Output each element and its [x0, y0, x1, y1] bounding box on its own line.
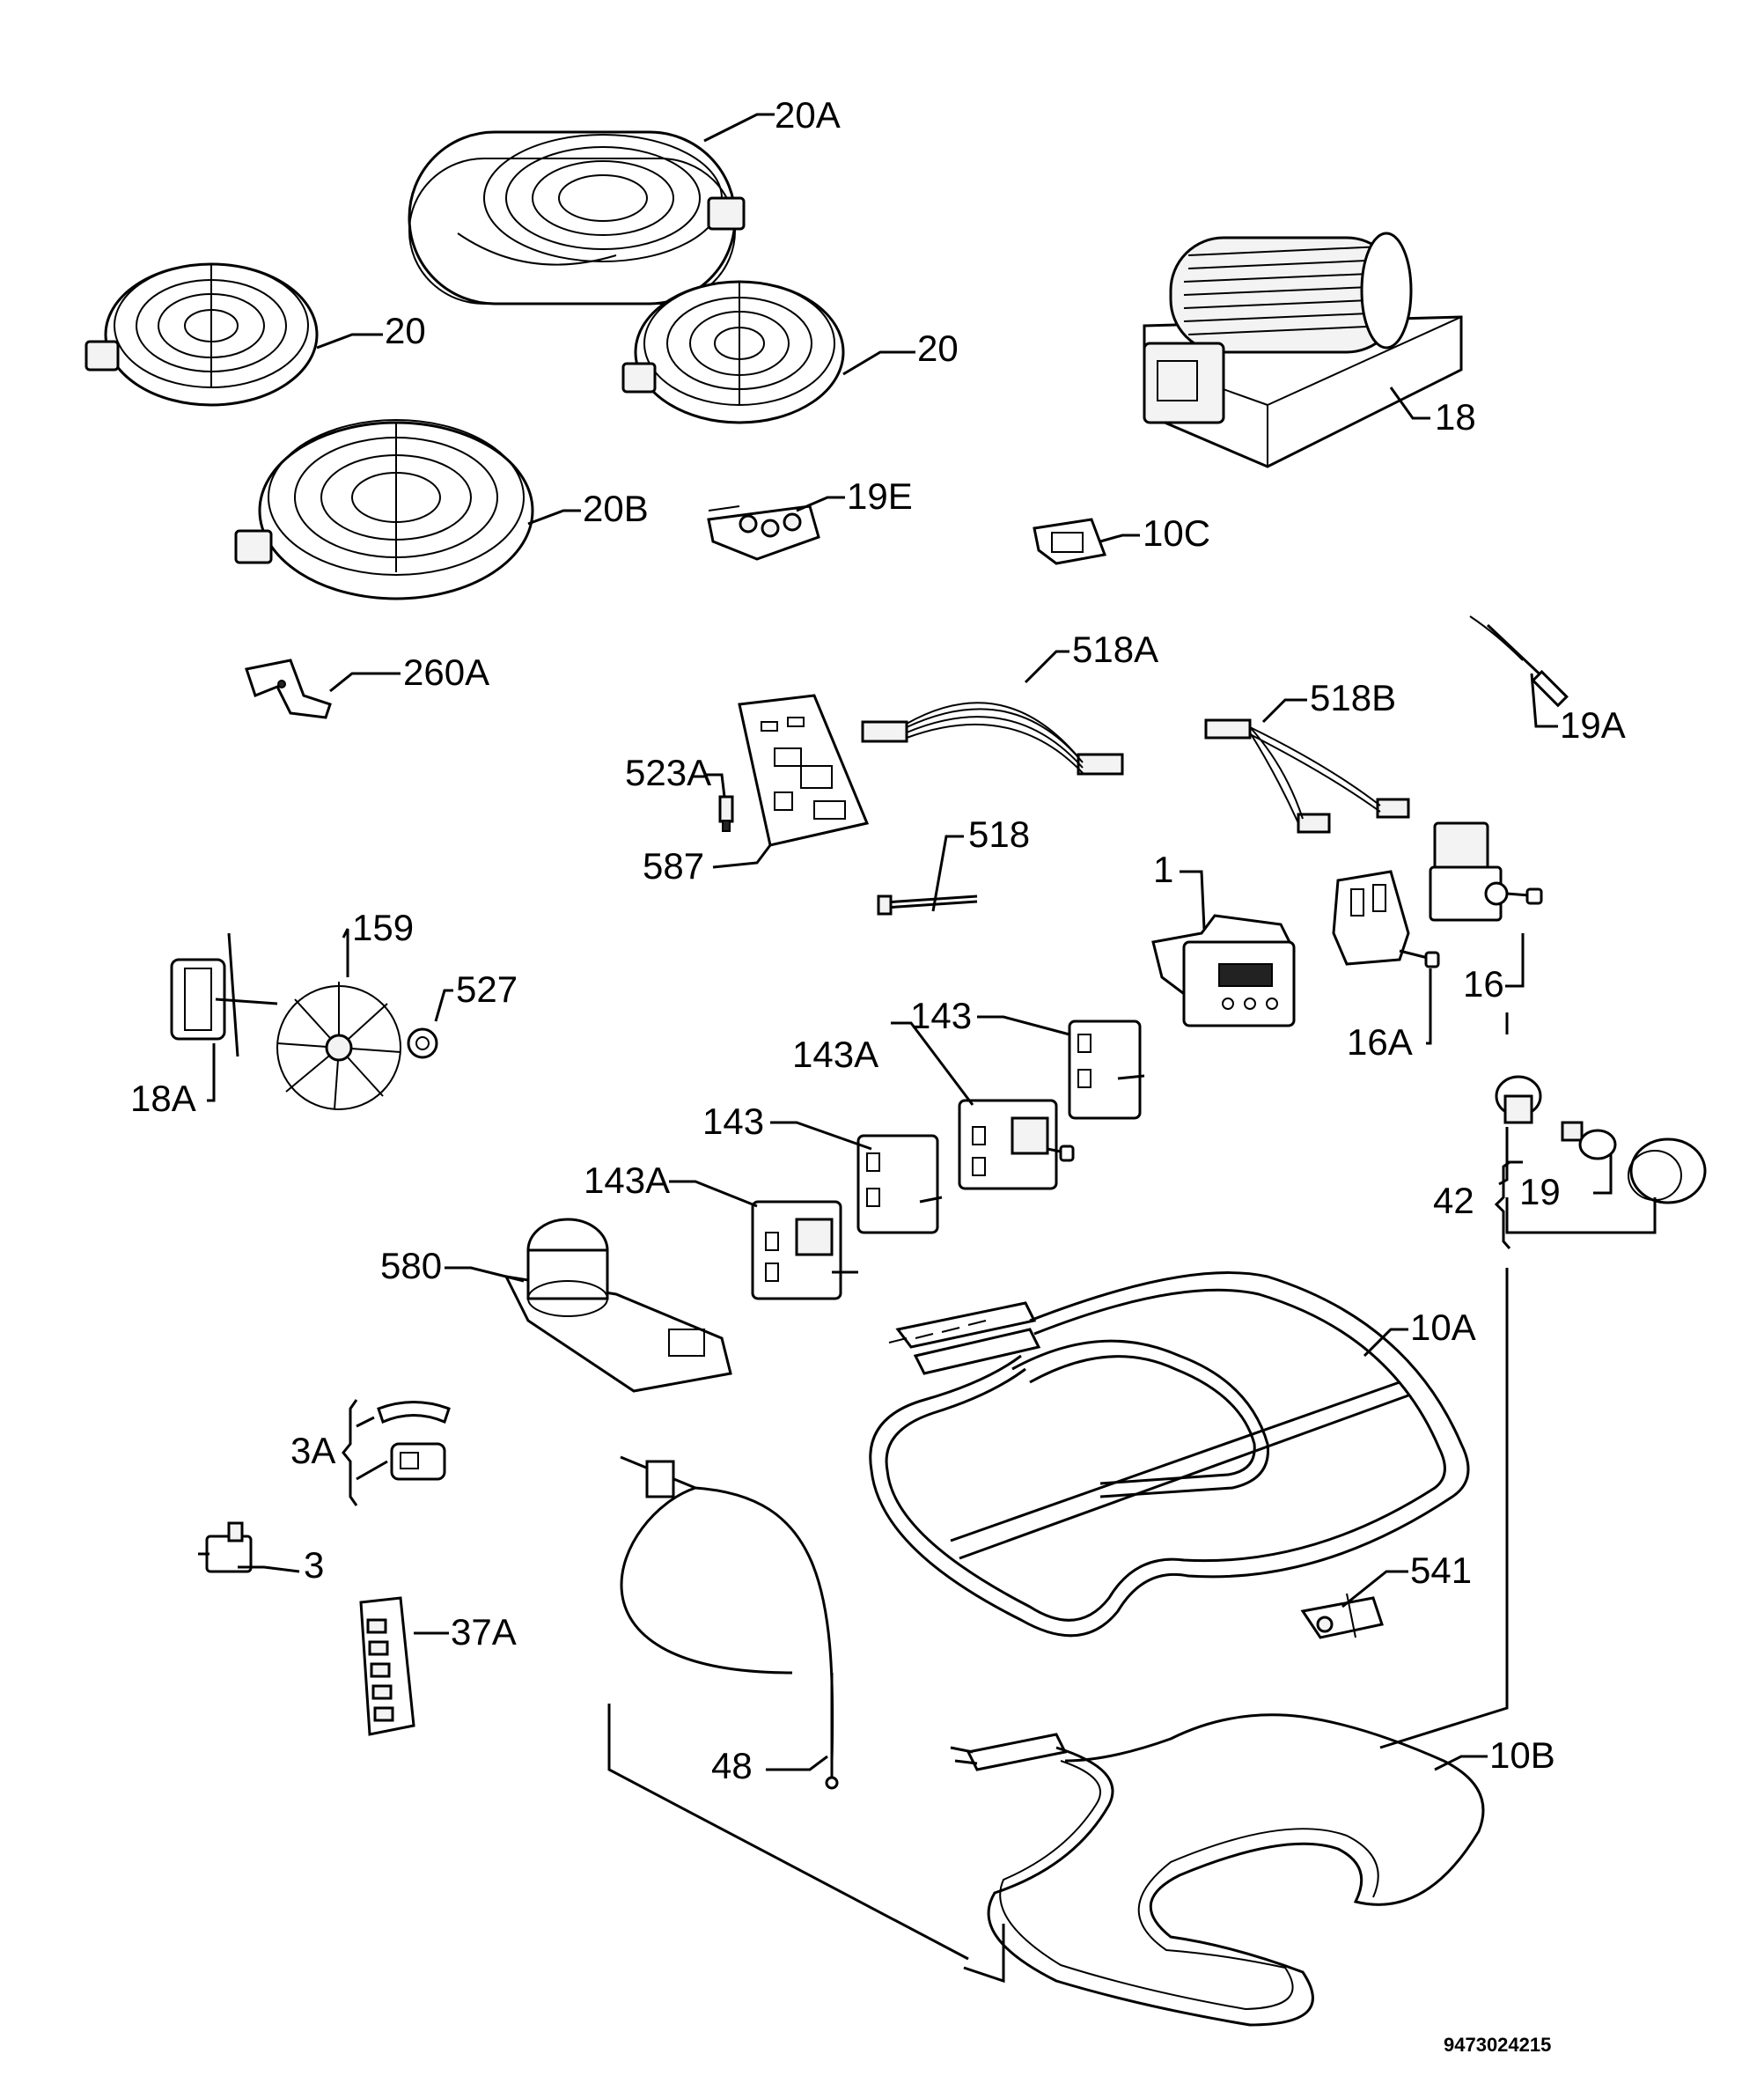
label-518a: 518A: [1072, 629, 1158, 670]
hob-zone-round-large-20b: [234, 419, 534, 600]
label-587: 587: [643, 845, 704, 887]
oven-lamp-holder: [1495, 1075, 1542, 1124]
label-16a: 16A: [1347, 1021, 1413, 1063]
thermal-cutout-3a: [377, 1401, 451, 1481]
temperature-sensor-48: [620, 1455, 839, 1790]
energy-regulator-143-lower: [856, 1134, 943, 1234]
label-10c: 10C: [1143, 512, 1210, 554]
label-1: 1: [1153, 849, 1173, 890]
label-37a: 37A: [451, 1611, 517, 1653]
label-527: 527: [456, 968, 518, 1010]
label-16: 16: [1463, 963, 1504, 1005]
lamp-cover: [1628, 1137, 1707, 1204]
energy-regulator-143a-upper: [958, 1099, 1075, 1190]
connector-clip-541: [1300, 1593, 1384, 1639]
thermostat-3: [198, 1521, 253, 1573]
terminal-block-37a: [359, 1596, 415, 1736]
label-20a: 20A: [775, 94, 841, 136]
timer-motor-580: [503, 1218, 732, 1393]
label-523a: 523A: [625, 752, 711, 793]
label-159: 159: [352, 907, 414, 948]
label-19e: 19E: [847, 475, 913, 517]
hob-zone-round-right-20: [621, 280, 845, 424]
label-20-left: 20: [385, 310, 426, 351]
fan-blade-159: [276, 982, 401, 1110]
bracket-260a: [245, 659, 332, 719]
label-19: 19: [1519, 1171, 1561, 1212]
selector-switch-16a: [1332, 870, 1440, 968]
hob-zone-round-left-20: [85, 262, 319, 407]
label-48: 48: [711, 1745, 753, 1786]
label-20-right: 20: [917, 328, 959, 369]
label-541: 541: [1410, 1550, 1472, 1591]
label-19a: 19A: [1560, 704, 1626, 746]
label-3a: 3A: [290, 1430, 335, 1471]
switch-19e: [707, 504, 820, 561]
wiring-harness-518a: [861, 702, 1124, 776]
thermostat-10c: [1033, 518, 1107, 565]
label-143-lower: 143: [702, 1101, 764, 1142]
tangential-fan-18: [1143, 232, 1463, 468]
label-18: 18: [1435, 396, 1476, 438]
label-20b: 20B: [583, 488, 649, 529]
leader-lines: [207, 113, 1657, 1984]
label-143-upper: 143: [910, 995, 972, 1036]
label-143a-lower: 143A: [584, 1159, 670, 1201]
label-518b: 518B: [1310, 677, 1396, 718]
lamp-bulb-19: [1561, 1121, 1617, 1160]
reference-number: 9473024215: [1444, 2034, 1551, 2056]
label-10b: 10B: [1489, 1734, 1555, 1776]
label-143a-upper: 143A: [792, 1034, 878, 1075]
temperature-probe-19a: [1469, 615, 1569, 708]
label-42: 42: [1433, 1180, 1474, 1221]
label-18a: 18A: [130, 1078, 196, 1119]
bottom-element-10b: [950, 1713, 1485, 2027]
label-260a: 260A: [403, 652, 489, 693]
screw-518: [877, 894, 978, 916]
energy-regulator-143-upper: [1068, 1020, 1145, 1120]
label-10a: 10A: [1410, 1307, 1476, 1348]
nut-527: [407, 1027, 438, 1059]
connector-523a: [718, 795, 734, 832]
grill-element-10a: [869, 1271, 1470, 1638]
selector-switch-16: [1429, 821, 1543, 922]
wiring-harness-518b: [1204, 718, 1410, 834]
label-580: 580: [380, 1245, 442, 1286]
fan-motor-18a: [170, 932, 278, 1057]
circuit-board-587: [738, 694, 870, 847]
energy-regulator-143a-lower: [751, 1200, 858, 1300]
display-timer-1: [1151, 914, 1296, 1027]
hob-zone-oval-20a: [408, 130, 746, 306]
label-3: 3: [304, 1544, 324, 1586]
label-518: 518: [968, 813, 1030, 855]
